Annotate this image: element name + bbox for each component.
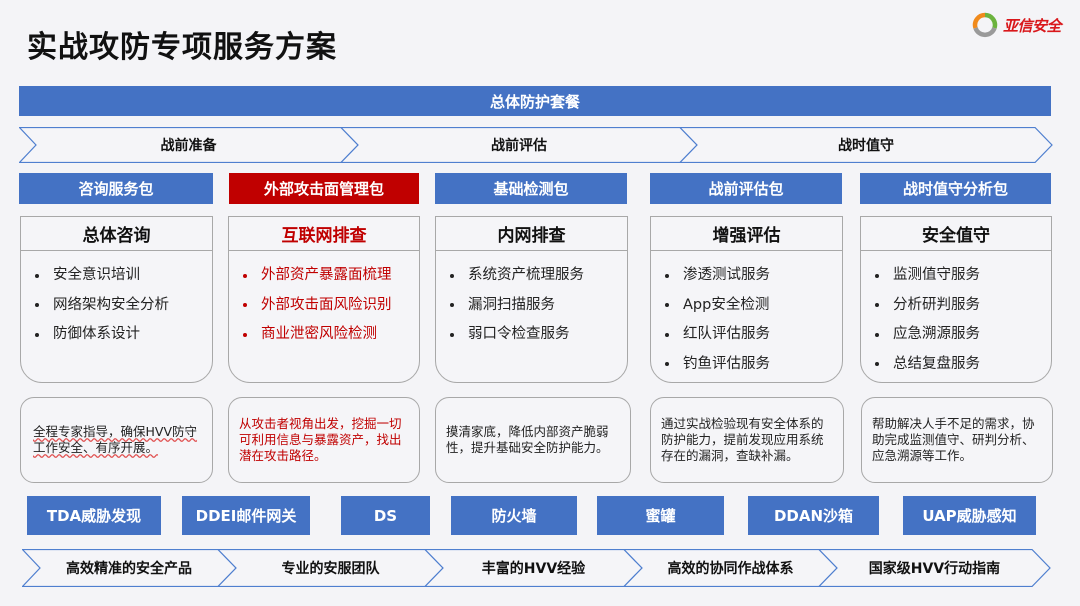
service-card-pre-war-assess: 增强评估 渗透测试服务 App安全检测 红队评估服务 钓鱼评估服务 bbox=[650, 216, 843, 383]
list-item: 渗透测试服务 bbox=[663, 261, 842, 291]
page-title: 实战攻防专项服务方案 bbox=[27, 30, 337, 65]
service-list: 监测值守服务 分析研判服务 应急溯源服务 总结复盘服务 bbox=[861, 251, 1051, 379]
service-card-consulting: 总体咨询 安全意识培训 网络架构安全分析 防御体系设计 bbox=[20, 216, 213, 383]
list-item: 网络架构安全分析 bbox=[33, 291, 212, 321]
strength-national-guide: 国家级HVV行动指南 bbox=[868, 561, 1001, 577]
card-title: 增强评估 bbox=[651, 217, 842, 251]
bullet-icon bbox=[665, 303, 669, 308]
bullet-icon bbox=[665, 362, 669, 367]
card-title: 安全值守 bbox=[861, 217, 1051, 251]
list-item: 系统资产梳理服务 bbox=[448, 261, 627, 291]
bullet-icon bbox=[875, 362, 879, 367]
bullet-icon bbox=[665, 273, 669, 278]
strength-chevron-shapes bbox=[22, 549, 1051, 587]
product-uap: UAP威胁感知 bbox=[903, 496, 1036, 535]
description-attack-surface: 从攻击者视角出发，挖掘一切可利用信息与暴露资产，找出潜在攻击路径。 bbox=[228, 397, 420, 483]
list-item: 应急溯源服务 bbox=[873, 320, 1051, 350]
list-item: 外部资产暴露面梳理 bbox=[241, 261, 419, 291]
description-wartime-analysis: 帮助解决人手不足的需求，协助完成监测值守、研判分析、应急溯源等工作。 bbox=[861, 397, 1053, 483]
phase-pre-war-assess: 战前评估 bbox=[491, 138, 547, 154]
product-tda: TDA威胁发现 bbox=[27, 496, 161, 535]
list-item: 钓鱼评估服务 bbox=[663, 350, 842, 380]
bullet-icon bbox=[35, 332, 39, 337]
bullet-icon bbox=[243, 332, 247, 337]
bullet-icon bbox=[35, 273, 39, 278]
company-logo: 亚信安全 bbox=[972, 12, 1062, 38]
service-list: 外部资产暴露面梳理 外部攻击面风险识别 商业泄密风险检测 bbox=[229, 251, 419, 350]
card-title: 总体咨询 bbox=[21, 217, 212, 251]
description-pre-war-assess: 通过实战检验现有安全体系的防护能力，提前发现应用系统存在的漏洞，查缺补漏。 bbox=[650, 397, 844, 483]
list-item: 商业泄密风险检测 bbox=[241, 320, 419, 350]
bullet-icon bbox=[665, 332, 669, 337]
list-item: 总结复盘服务 bbox=[873, 350, 1051, 380]
list-item: 分析研判服务 bbox=[873, 291, 1051, 321]
package-header-basic-detection: 基础检测包 bbox=[435, 173, 627, 204]
service-card-attack-surface: 互联网排查 外部资产暴露面梳理 外部攻击面风险识别 商业泄密风险检测 bbox=[228, 216, 420, 383]
logo-text: 亚信安全 bbox=[1003, 16, 1062, 35]
strength-hvv-experience: 丰富的HVV经验 bbox=[481, 561, 586, 577]
ring-logo-icon bbox=[972, 12, 998, 38]
bullet-icon bbox=[875, 273, 879, 278]
strength-chevron-row: 高效精准的安全产品 专业的安服团队 丰富的HVV经验 高效的协同作战体系 国家级… bbox=[22, 549, 1056, 587]
list-item: 防御体系设计 bbox=[33, 320, 212, 350]
package-header-attack-surface: 外部攻击面管理包 bbox=[229, 173, 419, 204]
product-honeypot: 蜜罐 bbox=[597, 496, 724, 535]
card-title: 内网排查 bbox=[436, 217, 627, 251]
phase-chevron-row: 战前准备 战前评估 战时值守 bbox=[19, 127, 1053, 163]
overall-package-banner: 总体防护套餐 bbox=[19, 86, 1051, 116]
service-card-wartime-analysis: 安全值守 监测值守服务 分析研判服务 应急溯源服务 总结复盘服务 bbox=[860, 216, 1052, 383]
product-ds: DS bbox=[341, 496, 430, 535]
product-ddan: DDAN沙箱 bbox=[748, 496, 879, 535]
phase-chevron-shapes bbox=[19, 127, 1053, 163]
bullet-icon bbox=[243, 273, 247, 278]
service-list: 安全意识培训 网络架构安全分析 防御体系设计 bbox=[21, 251, 212, 350]
bullet-icon bbox=[450, 303, 454, 308]
service-card-basic-detection: 内网排查 系统资产梳理服务 漏洞扫描服务 弱口令检查服务 bbox=[435, 216, 628, 383]
description-basic-detection: 摸清家底，降低内部资产脆弱性，提升基础安全防护能力。 bbox=[435, 397, 631, 483]
bullet-icon bbox=[450, 332, 454, 337]
list-item: 监测值守服务 bbox=[873, 261, 1051, 291]
list-item: 漏洞扫描服务 bbox=[448, 291, 627, 321]
strength-products: 高效精准的安全产品 bbox=[66, 561, 192, 577]
bullet-icon bbox=[243, 303, 247, 308]
service-list: 渗透测试服务 App安全检测 红队评估服务 钓鱼评估服务 bbox=[651, 251, 842, 379]
package-header-wartime-analysis: 战时值守分析包 bbox=[860, 173, 1051, 204]
list-item: 红队评估服务 bbox=[663, 320, 842, 350]
list-item: 外部攻击面风险识别 bbox=[241, 291, 419, 321]
list-item: App安全检测 bbox=[663, 291, 842, 321]
list-item: 安全意识培训 bbox=[33, 261, 212, 291]
list-item: 弱口令检查服务 bbox=[448, 320, 627, 350]
package-header-pre-war-assess: 战前评估包 bbox=[650, 173, 842, 204]
strength-coordination: 高效的协同作战体系 bbox=[667, 561, 794, 577]
strength-team: 专业的安服团队 bbox=[281, 561, 380, 577]
description-consulting: 全程专家指导，确保HVV防守工作安全、有序开展。 bbox=[20, 397, 213, 483]
bullet-icon bbox=[450, 273, 454, 278]
card-title: 互联网排查 bbox=[229, 217, 419, 251]
bullet-icon bbox=[875, 332, 879, 337]
service-list: 系统资产梳理服务 漏洞扫描服务 弱口令检查服务 bbox=[436, 251, 627, 350]
product-ddei: DDEI邮件网关 bbox=[182, 496, 310, 535]
package-header-consulting: 咨询服务包 bbox=[19, 173, 213, 204]
bullet-icon bbox=[875, 303, 879, 308]
product-firewall: 防火墙 bbox=[451, 496, 577, 535]
bullet-icon bbox=[35, 303, 39, 308]
phase-pre-war-prep: 战前准备 bbox=[160, 138, 217, 154]
phase-wartime-watch: 战时值守 bbox=[838, 138, 894, 154]
